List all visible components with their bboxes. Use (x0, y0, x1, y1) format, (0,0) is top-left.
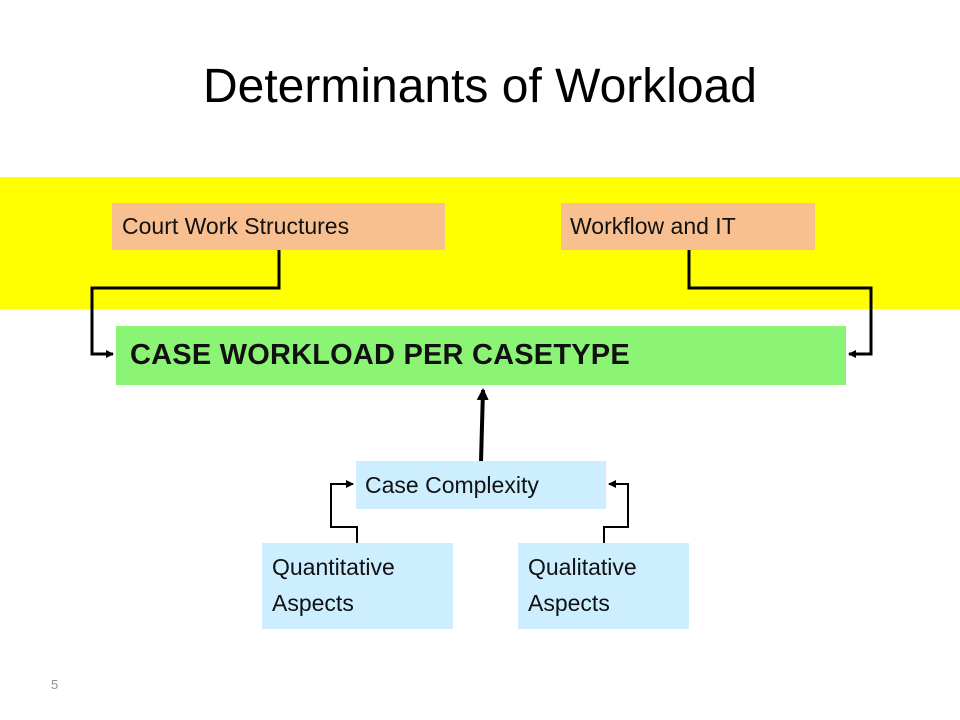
qualitative-aspects-box: Qualitative Aspects (518, 543, 689, 629)
case-workload-label: CASE WORKLOAD PER CASETYPE (130, 339, 630, 371)
slide-title: Determinants of Workload (202, 60, 757, 113)
quantitative-line-1: Quantitative (272, 554, 395, 581)
qualitative-to-complexity-connector (603, 480, 629, 543)
case-complexity-box: Case Complexity (356, 461, 606, 509)
qualitative-line-2: Aspects (528, 590, 610, 616)
quantitative-to-complexity-connector (330, 480, 358, 543)
case-workload-box: CASE WORKLOAD PER CASETYPE (116, 326, 846, 385)
workflow-it-label: Workflow and IT (570, 213, 736, 239)
court-work-structures-box: Court Work Structures (112, 203, 445, 250)
page-number: 5 (51, 677, 59, 692)
case-complexity-label: Case Complexity (365, 471, 539, 498)
quantitative-aspects-box: Quantitative Aspects (262, 543, 453, 629)
workflow-it-box: Workflow and IT (561, 203, 815, 250)
complexity-to-workload-arrow (476, 388, 489, 462)
quantitative-line-2: Aspects (272, 590, 354, 616)
court-work-structures-label: Court Work Structures (122, 213, 350, 239)
qualitative-line-1: Qualitative (528, 554, 637, 581)
